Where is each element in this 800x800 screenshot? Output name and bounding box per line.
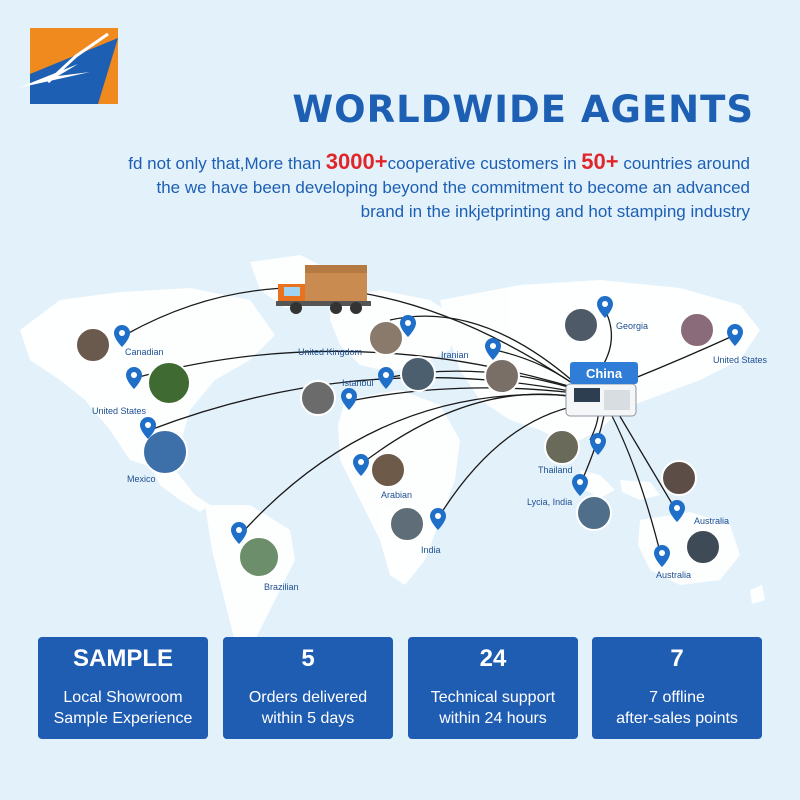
photo-australia-1 [661, 460, 697, 496]
intro-line-1: fd not only that,More than 3000+cooperat… [40, 150, 750, 176]
stat-card-support: 24 Technical support within 24 hours [408, 637, 578, 739]
map-pin-icon [114, 325, 130, 347]
company-logo [18, 28, 118, 104]
location-label-arabian: Arabian [381, 490, 412, 500]
photo-iranian [400, 356, 436, 392]
location-label-iranian: Iranian [441, 350, 469, 360]
location-label-lycia-india: Lycia, India [527, 497, 572, 507]
intro-text: countries around [618, 154, 750, 173]
photo-us-west [147, 361, 191, 405]
map-pin-icon [590, 433, 606, 455]
map-pin-icon [231, 522, 247, 544]
photo-georgia [563, 307, 599, 343]
location-label-canadian: Canadian [125, 347, 164, 357]
stat-desc-line: Technical support [430, 689, 556, 706]
location-label-india: India [421, 545, 441, 555]
stat-value: 7 [670, 645, 684, 672]
photo-canadian [75, 327, 111, 363]
stat-description: Local Showroom Sample Experience [44, 687, 202, 729]
stat-desc-line: Orders delivered [248, 689, 368, 706]
china-hub-machine [565, 362, 638, 417]
intro-text: cooperative customers in [387, 154, 582, 173]
photo-istanbul [300, 380, 336, 416]
photo-uk [368, 320, 404, 356]
agent-photos [75, 307, 721, 578]
map-pin-icon [378, 367, 394, 389]
stat-description: Orders delivered within 5 days [229, 687, 387, 729]
stat-desc-line: Sample Experience [53, 710, 193, 727]
map-pin-icon [597, 296, 613, 318]
stat-desc-line: within 24 hours [439, 710, 547, 727]
stat-description: 7 offline after-sales points [598, 687, 756, 729]
intro-text: fd not only that,More than [128, 154, 326, 173]
location-label-thailand: Thailand [538, 465, 573, 475]
map-pin-icon [430, 508, 446, 530]
location-label-mexico: Mexico [127, 474, 156, 484]
customer-count: 3000+ [325, 149, 388, 174]
page-title: WORLDWIDE AGENTS [292, 88, 754, 131]
stat-card-sample: SAMPLE Local Showroom Sample Experience [38, 637, 208, 739]
stat-value: 5 [301, 645, 315, 672]
map-pin-icon [341, 388, 357, 410]
location-label-istanbul: Istanbul [342, 378, 374, 388]
delivery-truck-icon [276, 265, 371, 314]
photo-mexico [142, 429, 188, 475]
map-pin-icon [572, 474, 588, 496]
intro-line-3: brand in the inkjetprinting and hot stam… [360, 202, 750, 221]
location-label-australia-1: Australia [694, 516, 729, 526]
stat-value: 24 [479, 645, 507, 672]
stat-description: Technical support within 24 hours [414, 687, 572, 729]
stat-card-delivery: 5 Orders delivered within 5 days [223, 637, 393, 739]
stats-cards: SAMPLE Local Showroom Sample Experience … [38, 637, 762, 739]
map-pin-icon [126, 367, 142, 389]
hub-label-china: China [586, 366, 623, 381]
location-label-australia-2: Australia [656, 570, 691, 580]
stat-value: SAMPLE [72, 645, 173, 672]
stat-desc-line: after-sales points [616, 710, 738, 727]
photo-arabian [370, 452, 406, 488]
photo-australia-2 [685, 529, 721, 565]
location-label-uk: United Kingdom [298, 347, 362, 357]
country-count: 50+ [581, 149, 619, 174]
stat-desc-line: Local Showroom [63, 689, 183, 706]
location-label-brazilian: Brazilian [264, 582, 299, 592]
intro-line-2: the we have been developing beyond the c… [156, 178, 750, 197]
photo-hub-area [484, 358, 520, 394]
map-pin-icon [727, 324, 743, 346]
stat-card-after-sales: 7 7 offline after-sales points [592, 637, 762, 739]
photo-us-east [679, 312, 715, 348]
photo-brazilian [238, 536, 280, 578]
location-pins [114, 296, 743, 567]
location-label-us-east: United States [713, 355, 768, 365]
map-pin-icon [353, 454, 369, 476]
photo-thailand [544, 429, 580, 465]
intro-paragraph: fd not only that,More than 3000+cooperat… [40, 150, 750, 224]
stat-desc-line: within 5 days [261, 710, 355, 727]
map-pin-icon [669, 500, 685, 522]
stat-desc-line: 7 offline [649, 689, 705, 706]
photo-india [389, 506, 425, 542]
location-label-georgia: Georgia [616, 321, 648, 331]
map-pin-icon [485, 338, 501, 360]
map-pin-icon [654, 545, 670, 567]
photo-lycia-india [576, 495, 612, 531]
location-label-us-west: United States [92, 406, 147, 416]
